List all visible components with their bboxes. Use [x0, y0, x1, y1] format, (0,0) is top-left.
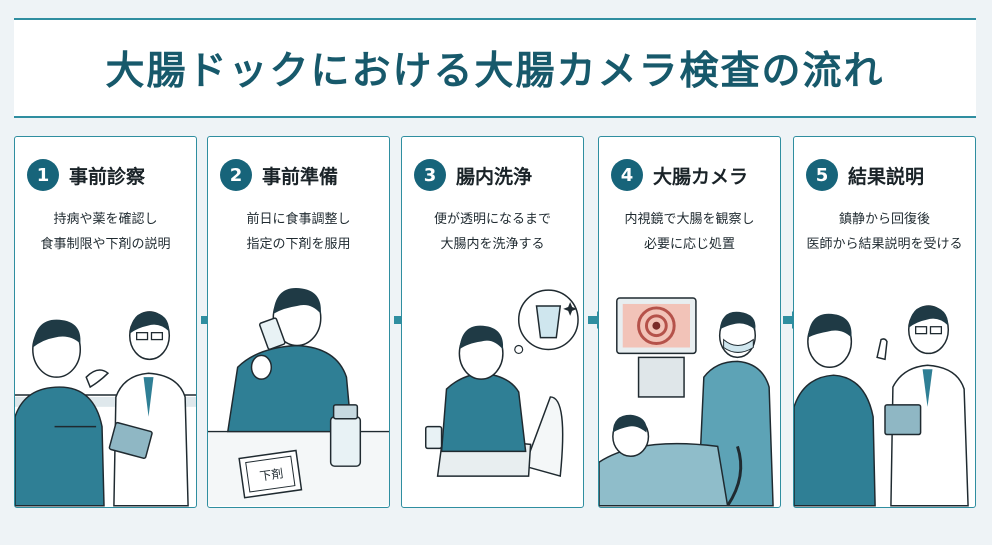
title-banner: 大腸ドックにおける大腸カメラ検査の流れ — [14, 18, 976, 118]
step-description-line: 大腸内を洗浄する — [440, 237, 545, 252]
step-card-4: 4 大腸カメラ 内視鏡で大腸を観察し 必要に応じ処置 — [598, 136, 781, 508]
step-description-line: 持病や薬を確認し — [53, 212, 158, 227]
results-explanation-icon — [794, 305, 969, 507]
step-description: 便が透明になるまで 大腸内を洗浄する — [402, 207, 583, 257]
step-title: 大腸カメラ — [653, 165, 749, 188]
step-title: 結果説明 — [848, 165, 925, 188]
step-description: 内視鏡で大腸を観察し 必要に応じ処置 — [599, 207, 780, 257]
step-card-2: 2 事前準備 前日に食事調整し 指定の下剤を服用 下剤 — [207, 136, 390, 508]
toilet-cleansing-icon — [424, 289, 579, 478]
step-number-badge: 4 — [611, 159, 643, 191]
step-description-line: 医師から結果説明を受ける — [806, 237, 963, 252]
step-description-line: 前日に食事調整し — [246, 212, 351, 227]
step-card-1: 1 事前診察 持病や薬を確認し 食事制限や下剤の説明 — [14, 136, 197, 508]
step-description-line: 食事制限や下剤の説明 — [40, 237, 171, 252]
steps-flow: 1 事前診察 持病や薬を確認し 食事制限や下剤の説明 — [0, 136, 992, 508]
step-description: 前日に食事調整し 指定の下剤を服用 — [208, 207, 389, 257]
step-card-3: 3 腸内洗浄 便が透明になるまで 大腸内を洗浄する — [401, 136, 584, 508]
laxative-packet-label: 下剤 — [259, 466, 284, 483]
step-number-badge: 1 — [27, 159, 59, 191]
page-title: 大腸ドックにおける大腸カメラ検査の流れ — [105, 49, 885, 94]
step-description-line: 便が透明になるまで — [433, 212, 551, 227]
step-description-line: 鎮静から回復後 — [838, 212, 930, 227]
doctor-consultation-icon — [15, 311, 196, 507]
step-title: 事前準備 — [262, 165, 339, 188]
step-card-5: 5 結果説明 鎮静から回復後 医師から結果説明を受ける — [793, 136, 976, 508]
step-description-line: 指定の下剤を服用 — [246, 237, 351, 252]
step-description: 鎮静から回復後 医師から結果説明を受ける — [794, 207, 975, 257]
step-number-badge: 2 — [220, 159, 252, 191]
endoscopy-icon — [599, 297, 774, 507]
drinking-laxative-icon: 下剤 — [208, 288, 389, 506]
step-description-line: 内視鏡で大腸を観察し — [624, 212, 755, 227]
step-title: 腸内洗浄 — [456, 165, 533, 188]
step-description-line: 必要に応じ処置 — [643, 237, 735, 252]
step-number-badge: 3 — [414, 159, 446, 191]
step-description: 持病や薬を確認し 食事制限や下剤の説明 — [15, 207, 196, 257]
step-title: 事前診察 — [69, 165, 146, 188]
step-number-badge: 5 — [806, 159, 838, 191]
